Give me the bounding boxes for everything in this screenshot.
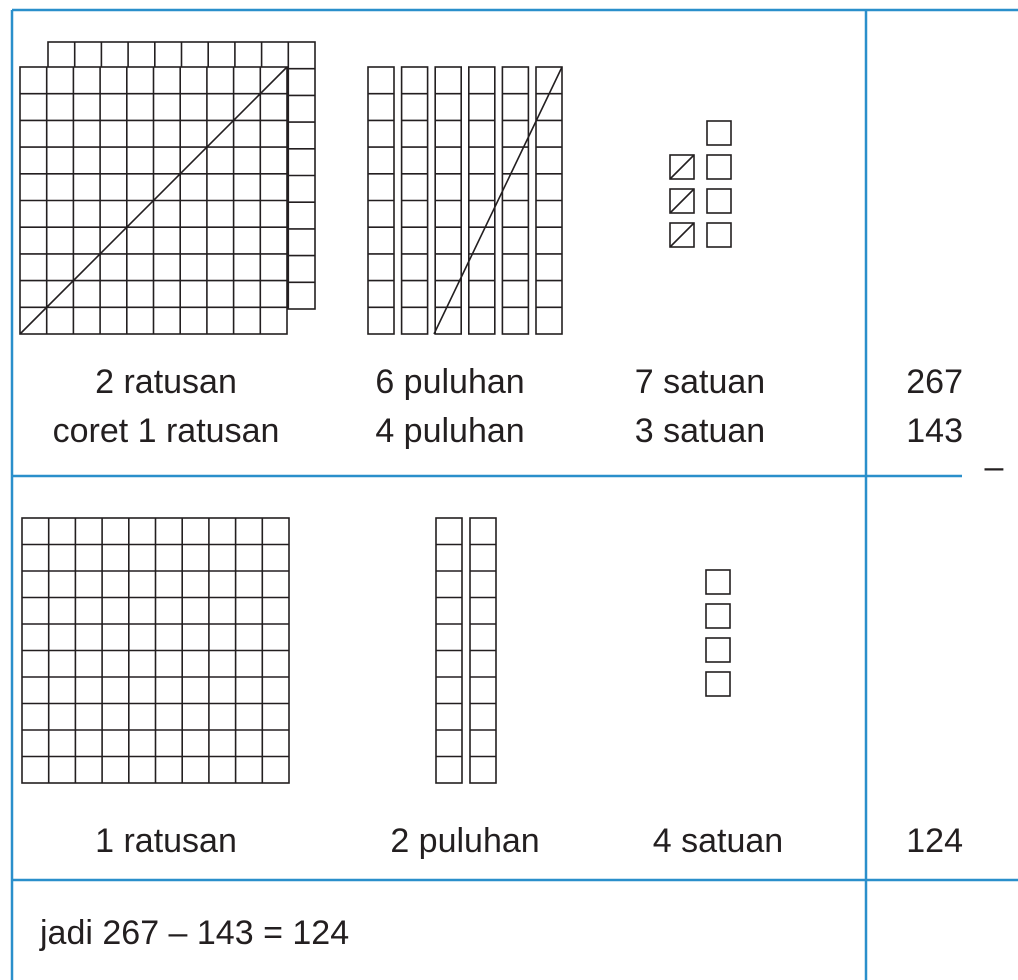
tens-rods-crossed	[368, 67, 562, 334]
hundreds-blocks-crossed	[20, 42, 315, 334]
subtrahend-number: 143	[906, 412, 963, 450]
ten-rod	[435, 67, 461, 334]
one-unit	[706, 570, 730, 594]
ones-label-1: 7 satuan	[635, 363, 765, 401]
ten-rod	[470, 518, 496, 783]
ten-rod	[402, 67, 428, 334]
ones-units-crossed	[670, 121, 731, 247]
one-unit-outline	[707, 121, 731, 145]
ten-rod	[536, 67, 562, 334]
one-unit-outline	[707, 223, 731, 247]
result-number: 124	[906, 822, 963, 860]
result-tens-label: 2 puluhan	[390, 822, 539, 860]
ten-rod	[436, 518, 462, 783]
one-unit-outline	[707, 189, 731, 213]
one-unit-outline	[706, 570, 730, 594]
ones-units-result	[706, 570, 730, 696]
one-unit	[707, 189, 731, 213]
one-unit-outline	[707, 155, 731, 179]
ten-rod	[502, 67, 528, 334]
result-ones-label: 4 satuan	[653, 822, 783, 860]
hundreds-label-1: 2 ratusan	[95, 363, 237, 401]
hundreds-block-result	[22, 518, 289, 783]
minuend-number: 267	[906, 363, 963, 401]
conclusion-text: jadi 267 – 143 = 124	[39, 914, 349, 952]
hundred-flat	[22, 518, 289, 783]
one-unit	[707, 223, 731, 247]
one-unit	[706, 604, 730, 628]
one-unit-outline	[706, 638, 730, 662]
one-unit-outline	[706, 604, 730, 628]
one-unit	[707, 155, 731, 179]
ten-rod	[368, 67, 394, 334]
tens-label-1: 6 puluhan	[375, 363, 524, 401]
one-unit	[670, 189, 694, 213]
ten-rod	[469, 67, 495, 334]
tens-rods-result	[436, 518, 496, 783]
one-unit	[707, 121, 731, 145]
result-hundreds-label: 1 ratusan	[95, 822, 237, 860]
one-unit	[706, 638, 730, 662]
one-unit	[706, 672, 730, 696]
minus-sign: –	[985, 448, 1004, 486]
tens-label-2: 4 puluhan	[375, 412, 524, 450]
ones-label-2: 3 satuan	[635, 412, 765, 450]
hundreds-label-2: coret 1 ratusan	[53, 412, 280, 450]
one-unit	[670, 223, 694, 247]
one-unit-outline	[706, 672, 730, 696]
one-unit	[670, 155, 694, 179]
